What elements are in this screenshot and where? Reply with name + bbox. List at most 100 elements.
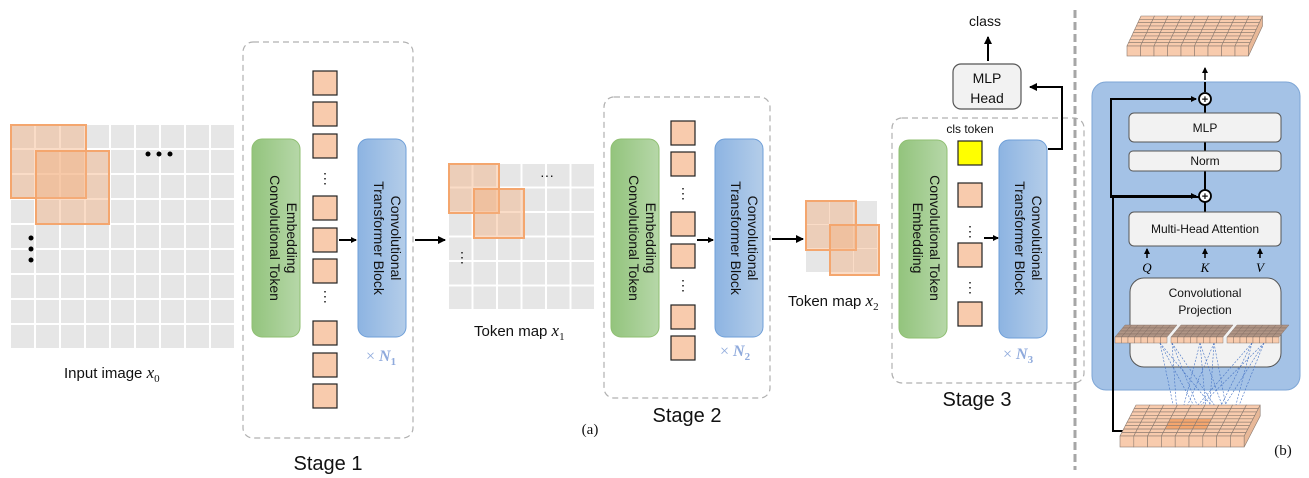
map-cell-top xyxy=(1237,35,1254,40)
stage-2-container xyxy=(603,96,771,399)
map-cell-top xyxy=(1183,415,1201,420)
input-patch-2 xyxy=(35,150,110,225)
grid-cell xyxy=(547,262,570,285)
token xyxy=(312,352,338,378)
map-cell-top xyxy=(1214,408,1232,413)
token xyxy=(312,133,338,159)
map-cell-top xyxy=(1215,25,1232,30)
map-cell-top xyxy=(1237,418,1254,423)
map-cell-top xyxy=(1219,425,1237,430)
map-cell-front xyxy=(1180,45,1195,57)
grid-cell xyxy=(522,262,545,285)
map-cell-top xyxy=(1198,32,1215,37)
grid-cell xyxy=(61,225,84,248)
map-cell-top xyxy=(1180,421,1197,426)
plus-icon: + xyxy=(1202,94,1208,106)
grid-cell xyxy=(547,237,570,260)
map-cell-top xyxy=(1212,411,1230,416)
stage-2-repeat-count: × N2 xyxy=(720,343,751,363)
map-cell-top xyxy=(1176,22,1193,27)
map-cell-top xyxy=(1161,404,1178,409)
map-cell-front xyxy=(1234,45,1249,57)
map-cell-top xyxy=(1188,432,1206,437)
grid-cell xyxy=(806,249,829,272)
map-cell-top xyxy=(1144,32,1161,37)
map-cell-top xyxy=(1230,22,1247,27)
map-cell-front xyxy=(1140,336,1148,344)
stage-3-embedding-label-1: Convolutional Token xyxy=(927,175,943,301)
grid-cell xyxy=(547,286,570,309)
grid-cell xyxy=(830,201,853,224)
grid-cell xyxy=(36,275,59,298)
token xyxy=(670,304,696,330)
stage-3-block-label-2: Transformer Block xyxy=(1012,181,1028,296)
grid-cell xyxy=(11,325,34,348)
map-cell-top xyxy=(1134,25,1151,30)
grid-cell xyxy=(11,275,34,298)
grid-cell xyxy=(211,325,234,348)
grid-cell xyxy=(522,213,545,236)
map-cell-top xyxy=(1148,428,1166,433)
map-cell-front xyxy=(1207,45,1222,57)
map-cell-top xyxy=(1223,418,1240,423)
grid-cell xyxy=(11,300,34,323)
stage-3-block-label-1: Convolutional xyxy=(1029,196,1045,281)
map-cell-front xyxy=(1239,336,1247,344)
grid-cell xyxy=(211,250,234,273)
projection-line xyxy=(1177,342,1265,429)
arrow-block-to-head xyxy=(1029,83,1063,150)
map-cell-top xyxy=(1164,19,1181,23)
map-cell-top xyxy=(1140,418,1157,423)
token-map-1-grid xyxy=(449,164,594,309)
map-cell-top xyxy=(1155,415,1173,420)
map-cell-front xyxy=(1203,336,1211,344)
map-cell-top xyxy=(1143,411,1161,416)
grid-cell xyxy=(449,237,472,260)
map-cell-top xyxy=(1211,415,1228,420)
map-cell-top xyxy=(1238,415,1256,420)
map-cell-top xyxy=(1234,42,1251,47)
map-cell-top xyxy=(1173,29,1190,33)
grid-cell xyxy=(547,188,570,211)
grid-cell xyxy=(61,150,84,173)
map-cell-top xyxy=(1133,432,1150,437)
map-cell-front xyxy=(1259,336,1267,344)
grid-cell xyxy=(854,249,877,272)
grid-cell xyxy=(11,150,34,173)
grid-cell xyxy=(806,225,829,248)
map-cell-top xyxy=(1164,425,1182,430)
token xyxy=(670,211,696,237)
map-cell-front xyxy=(1221,45,1236,57)
stage-2-token-ellipsis-1: ⋮ xyxy=(676,185,690,201)
grid-cell xyxy=(854,225,877,248)
map-cell-top xyxy=(1213,29,1230,33)
projected-key-map xyxy=(1170,324,1234,344)
horizontal-ellipsis-icon xyxy=(145,151,173,157)
map-cell-top xyxy=(1170,35,1187,40)
map-cell-top xyxy=(1145,408,1163,413)
attention-label: Multi-Head Attention xyxy=(1151,222,1259,236)
map-cell-top xyxy=(1226,411,1244,416)
multi-head-attention-layer xyxy=(1128,211,1282,247)
map-cell-top xyxy=(1143,35,1160,40)
grid-cell xyxy=(473,262,496,285)
map-cell-top xyxy=(1199,411,1216,416)
norm-layer xyxy=(1128,150,1282,172)
stage-2-token-sequence xyxy=(670,120,696,361)
map-cell-top xyxy=(1162,22,1179,27)
vertical-ellipsis-icon xyxy=(28,235,34,263)
grid-cell xyxy=(161,150,184,173)
grid-cell xyxy=(449,188,472,211)
map-cell-top xyxy=(1245,19,1262,23)
grid-cell xyxy=(473,188,496,211)
token xyxy=(670,335,696,361)
grid-cell xyxy=(111,300,134,323)
grid-cell xyxy=(211,175,234,198)
map-cell-top xyxy=(1192,425,1209,430)
value-label: V xyxy=(1256,260,1266,275)
grid-cell xyxy=(522,237,545,260)
map-cell-top xyxy=(1131,32,1148,37)
map-cell-front xyxy=(1209,336,1217,344)
stage-3-token-ellipsis-1: ⋮ xyxy=(963,223,977,239)
stage-2-block-label-2: Transformer Block xyxy=(728,181,744,296)
